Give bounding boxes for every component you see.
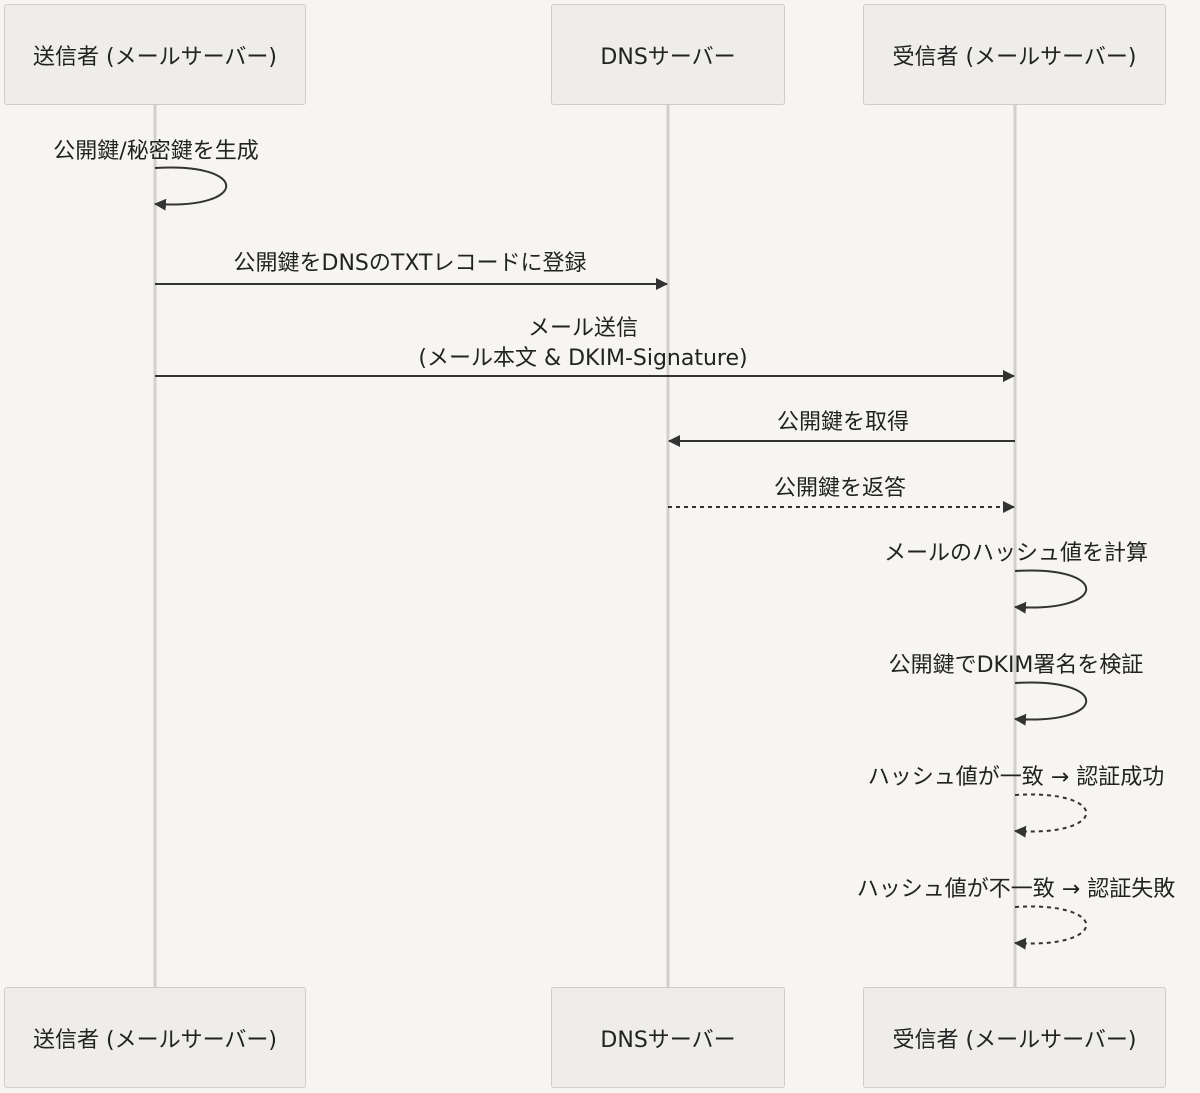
actor-sender-bottom: 送信者 (メールサーバー) bbox=[4, 987, 306, 1088]
message-arrow-6 bbox=[1014, 569, 1088, 614]
message-label-return-key: 公開鍵を返答 bbox=[773, 476, 907, 501]
actor-dns-top: DNSサーバー bbox=[551, 4, 785, 105]
message-arrow-7 bbox=[1014, 681, 1088, 726]
actor-receiver-top: 受信者 (メールサーバー) bbox=[863, 4, 1166, 105]
actor-sender-top: 送信者 (メールサーバー) bbox=[4, 4, 306, 105]
message-label-verify-signature: 公開鍵でDKIM署名を検証 bbox=[888, 653, 1144, 678]
actor-dns-bottom: DNSサーバー bbox=[551, 987, 785, 1088]
message-label-register-key: 公開鍵をDNSのTXTレコードに登録 bbox=[233, 251, 587, 276]
message-label-generate-keys: 公開鍵/秘密鍵を生成 bbox=[53, 139, 259, 164]
actor-receiver-label: 受信者 (メールサーバー) bbox=[892, 44, 1137, 70]
message-arrow-9 bbox=[1014, 905, 1088, 950]
message-label-compute-hash: メールのハッシュ値を計算 bbox=[883, 541, 1149, 566]
message-label-hash-mismatch: ハッシュ値が不一致 → 認証失敗 bbox=[856, 877, 1176, 902]
actor-receiver-label: 受信者 (メールサーバー) bbox=[892, 1027, 1137, 1053]
message-arrow-8 bbox=[1014, 793, 1088, 838]
message-label-send-mail: メール送信 (メール本文 & DKIM-Signature) bbox=[418, 316, 748, 371]
message-arrow-1 bbox=[154, 166, 228, 211]
actor-receiver-bottom: 受信者 (メールサーバー) bbox=[863, 987, 1166, 1088]
actor-dns-label: DNSサーバー bbox=[600, 1027, 736, 1053]
actor-dns-label: DNSサーバー bbox=[600, 44, 736, 70]
message-label-hash-match: ハッシュ値が一致 → 認証成功 bbox=[867, 765, 1165, 790]
actor-sender-label: 送信者 (メールサーバー) bbox=[33, 44, 277, 70]
message-label-fetch-key: 公開鍵を取得 bbox=[776, 410, 910, 435]
actor-sender-label: 送信者 (メールサーバー) bbox=[33, 1027, 277, 1053]
